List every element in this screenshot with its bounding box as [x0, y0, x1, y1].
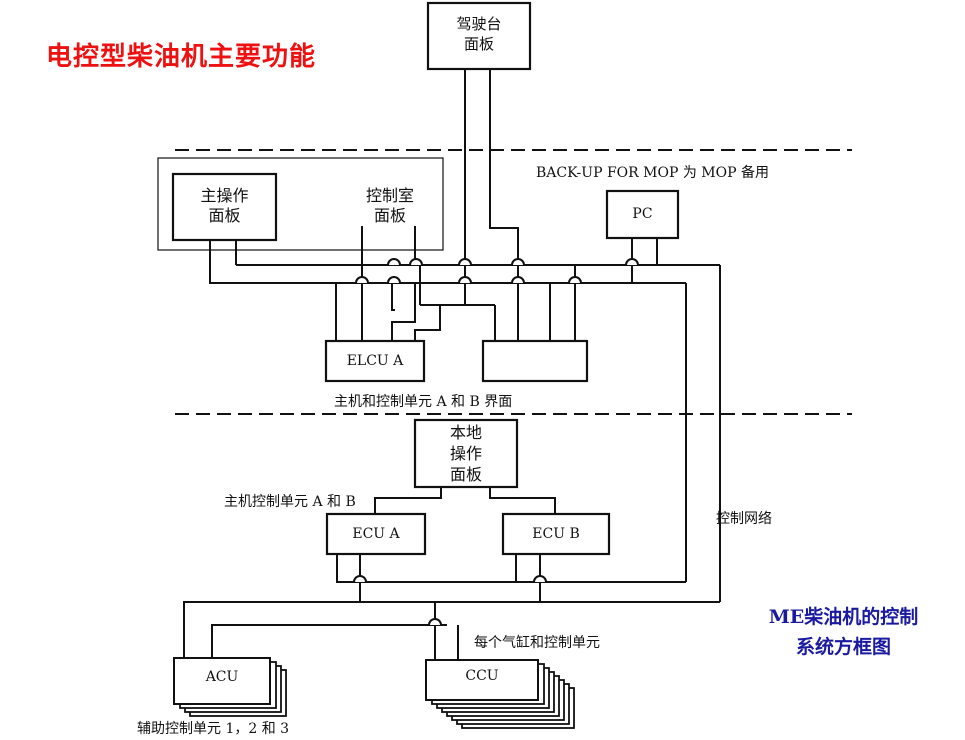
local-panel-label: 本地 操作 面板 [449, 423, 482, 484]
elcu-a-box [324, 339, 426, 383]
elcu-b-box [481, 339, 589, 383]
aux-units-label: 辅助控制单元 1，2 和 3 [137, 721, 290, 737]
interface-label: 主机和控制单元 A 和 B 界面 [334, 394, 513, 410]
page-title: 电控型柴油机主要功能 [46, 42, 317, 72]
ccu-label: CCU [465, 668, 499, 684]
control-room-panel-label: 控制室 面板 [365, 186, 414, 225]
backup-label: BACK-UP FOR MOP 为 MOP 备用 [536, 165, 769, 181]
bridge-panel-box [426, 1, 532, 71]
pc-box [605, 189, 680, 240]
main-panel-box [171, 172, 278, 242]
ecu-b-label: ECU B [532, 526, 580, 542]
cylinder-units-label: 每个气缸和控制单元 [474, 635, 600, 651]
caption-line-1: ME柴油机的控制 [768, 606, 919, 628]
acu-label: ACU [205, 669, 239, 685]
engine-control-units-label: 主机控制单元 A 和 B [224, 494, 356, 510]
caption-line-2: 系统方框图 [795, 636, 891, 658]
bridge-panel-label: 驾驶台 面板 [456, 15, 502, 53]
main-panel-label: 主操作 面板 [200, 186, 249, 225]
ecu-a-label: ECU A [352, 526, 400, 542]
diagram-caption: ME柴油机的控制 系统方框图 [736, 602, 951, 662]
local-panel-box [413, 418, 519, 489]
elcu-a-label: ELCU A [346, 353, 404, 369]
control-network-label: 控制网络 [716, 511, 772, 527]
pc-label: PC [632, 206, 653, 222]
acu-box [173, 657, 271, 705]
ccu-box [425, 659, 539, 701]
